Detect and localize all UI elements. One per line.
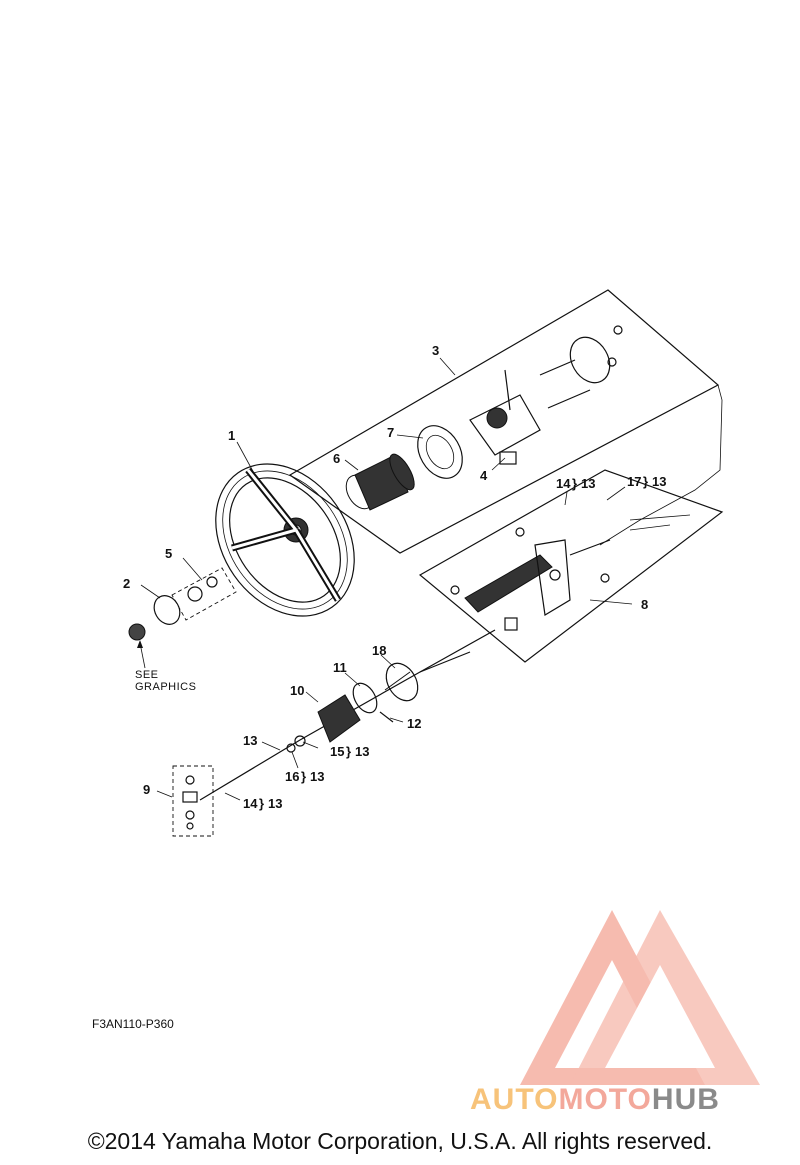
callout-17-ref: 13 (652, 474, 666, 489)
callout-14-b-ref: 13 (268, 796, 282, 811)
callout-9: 9 (143, 782, 150, 797)
brace-symbol: } (572, 476, 577, 491)
assembly-8-outline (418, 469, 724, 663)
clamp-11 (352, 682, 378, 714)
watermark-auto: AUTO (470, 1083, 559, 1116)
part-7-ring (417, 425, 463, 479)
watermark-text: AUTOMOTOHUB (470, 1083, 720, 1117)
boot-10 (317, 694, 361, 743)
steering-wheel (215, 463, 355, 617)
callout-14-a: 14 (556, 476, 571, 491)
callout-10: 10 (290, 683, 304, 698)
watermark-hub: HUB (651, 1083, 720, 1116)
emblem-icon (128, 623, 146, 641)
callout-3: 3 (432, 343, 439, 358)
diagram-code: F3AN110-P360 (92, 1017, 174, 1031)
callout-1: 1 (228, 428, 235, 443)
watermark-logo-icon (520, 910, 760, 1085)
brace-symbol: } (259, 796, 264, 811)
callout-17: 17 (627, 474, 641, 489)
connector-line (599, 384, 723, 546)
see-graphics-line-2: GRAPHICS (135, 681, 196, 693)
brace-symbol: } (643, 474, 648, 489)
steering-mechanism (469, 325, 623, 465)
part-9-outline (172, 765, 214, 837)
callout-14-a-ref: 13 (581, 476, 595, 491)
nut-5 (187, 586, 203, 602)
callout-4: 4 (480, 468, 488, 483)
callout-14-b: 14 (243, 796, 258, 811)
callout-5: 5 (165, 546, 172, 561)
callout-15: 15 (330, 744, 344, 759)
see-graphics-line-1: SEE (135, 669, 159, 681)
callout-16: 16 (285, 769, 299, 784)
callout-7: 7 (387, 425, 394, 440)
callout-8: 8 (641, 597, 648, 612)
part-5-outline (171, 567, 237, 621)
brace-symbol: } (301, 769, 306, 784)
cap-2 (153, 595, 181, 625)
callout-15-ref: 13 (355, 744, 369, 759)
callout-13: 13 (243, 733, 257, 748)
callout-18: 18 (372, 643, 386, 658)
callout-16-ref: 13 (310, 769, 324, 784)
brace-symbol: } (346, 744, 351, 759)
callout-6: 6 (333, 451, 340, 466)
callout-11: 11 (333, 660, 347, 675)
cable-13 (199, 629, 496, 801)
watermark-moto: MOTO (558, 1083, 652, 1116)
bracket-8 (450, 514, 691, 631)
part-6-cone (345, 453, 415, 511)
leader-lines (140, 357, 633, 801)
screw-12 (379, 711, 394, 723)
callout-2: 2 (123, 576, 130, 591)
copyright-notice: ©2014 Yamaha Motor Corporation, U.S.A. A… (87, 1128, 713, 1154)
callout-12: 12 (407, 716, 421, 731)
